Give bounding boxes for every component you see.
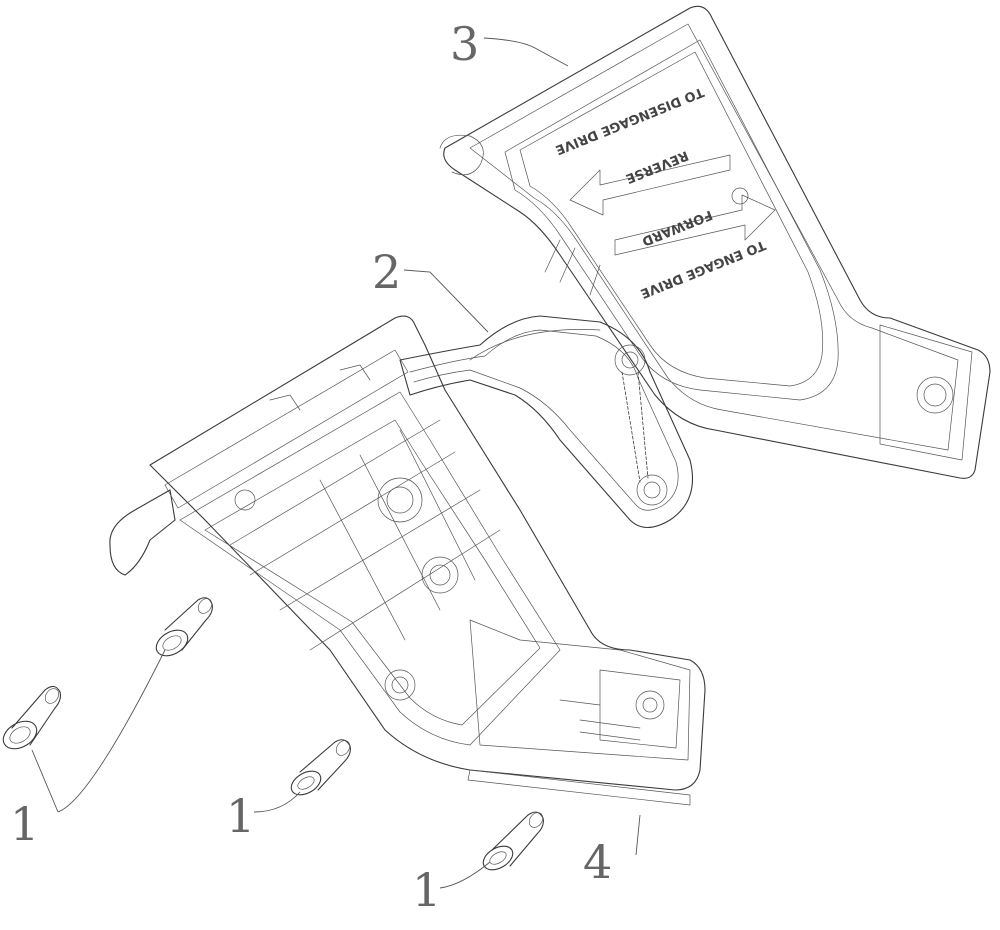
callout-2: 2	[372, 245, 401, 299]
callout-3: 3	[450, 17, 479, 71]
callout-1-middle: 1	[226, 789, 255, 843]
leader-1c	[439, 861, 491, 889]
leader-4	[635, 814, 641, 856]
callout-1-left: 1	[10, 797, 39, 851]
decal-forward-text: FORWARD	[639, 206, 714, 248]
leader-lines	[31, 37, 641, 889]
part-2-bracket	[399, 315, 694, 529]
callout-4: 4	[583, 835, 612, 889]
part-3-cover-plate: TO ENGAGE DRIVE FORWARD REVERSE TO DISEN…	[439, 5, 991, 479]
leader-1a	[57, 649, 166, 813]
pin-1b	[155, 597, 213, 657]
decal-disengage-text: TO DISENGAGE DRIVE	[553, 84, 706, 157]
part-4-base-frame	[109, 315, 706, 806]
leader-1b	[253, 791, 301, 813]
pin-1c	[290, 739, 351, 796]
leader-2	[403, 269, 489, 333]
leader-1a-pin	[31, 749, 59, 813]
callout-1-bottom: 1	[412, 863, 441, 917]
decal-engage-text: TO ENGAGE DRIVE	[638, 237, 767, 301]
pin-1d	[482, 811, 544, 871]
leader-3	[483, 37, 569, 67]
pin-1a	[2, 685, 61, 750]
